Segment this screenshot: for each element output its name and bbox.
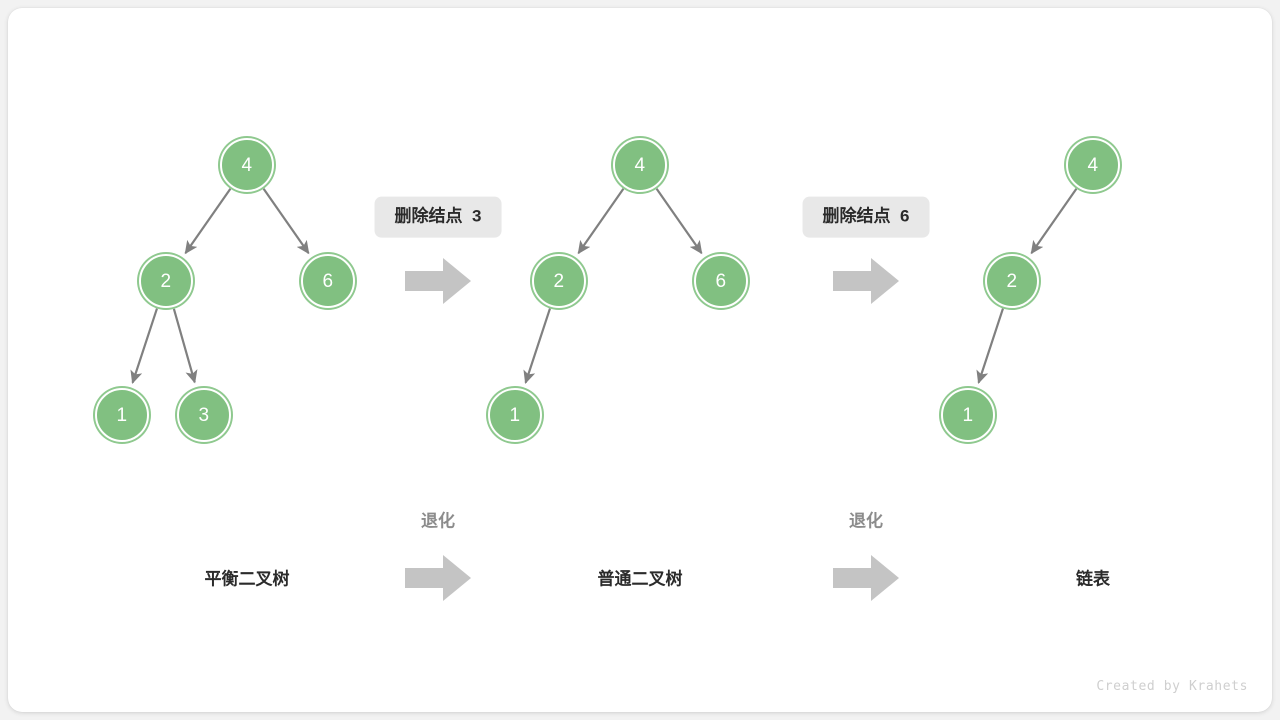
tree-edge bbox=[172, 308, 198, 384]
caption-ordinary: 普通二叉树 bbox=[597, 569, 683, 589]
caption-balanced: 平衡二叉树 bbox=[204, 569, 290, 589]
tree-edge bbox=[655, 188, 703, 255]
tree-node-2: 2 bbox=[139, 254, 193, 308]
tree-edge bbox=[262, 188, 310, 255]
tree-node-4: 4 bbox=[613, 138, 667, 192]
tree-node-4: 4 bbox=[1066, 138, 1120, 192]
tree-node-1: 1 bbox=[95, 388, 149, 442]
op-delete-3-label: 删除结点 3 bbox=[374, 196, 502, 238]
tree-node-2: 2 bbox=[532, 254, 586, 308]
tree-edge bbox=[523, 308, 551, 384]
tree-edge bbox=[976, 308, 1004, 384]
degrade-1-arrow-icon bbox=[405, 555, 471, 601]
tree-node-2: 2 bbox=[985, 254, 1039, 308]
degrade-1-label: 退化 bbox=[421, 511, 455, 531]
op-delete-6-arrow-icon bbox=[833, 258, 899, 304]
edge-group bbox=[130, 188, 1078, 384]
tree-edge bbox=[130, 308, 158, 384]
tree-node-1: 1 bbox=[941, 388, 995, 442]
watermark-credit: Created by Krahets bbox=[1096, 679, 1248, 694]
tree-edge bbox=[1030, 188, 1078, 255]
op-delete-3-arrow-icon bbox=[405, 258, 471, 304]
tree-node-6: 6 bbox=[301, 254, 355, 308]
tree-edges-layer bbox=[130, 188, 1078, 384]
tree-node-1: 1 bbox=[488, 388, 542, 442]
tree-edge bbox=[184, 188, 232, 255]
tree-node-6: 6 bbox=[694, 254, 748, 308]
degrade-2-arrow-icon bbox=[833, 555, 899, 601]
degrade-2-label: 退化 bbox=[849, 511, 883, 531]
op-delete-6-label: 删除结点 6 bbox=[802, 196, 930, 238]
tree-node-4: 4 bbox=[220, 138, 274, 192]
tree-node-3: 3 bbox=[177, 388, 231, 442]
tree-edge bbox=[577, 188, 625, 255]
caption-linkedlist: 链表 bbox=[1076, 569, 1110, 589]
